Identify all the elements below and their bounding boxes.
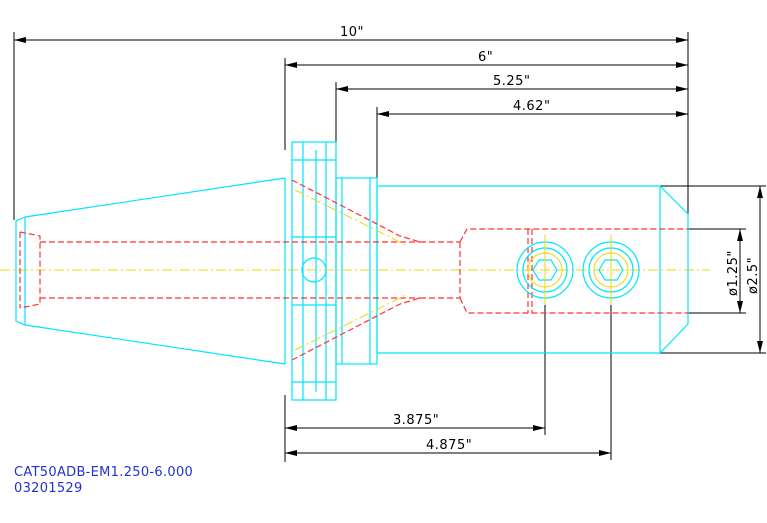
hidden-bores [19,179,688,361]
cone-guide-lines [294,189,409,351]
dim-bore-diameter: ø1.25" [726,250,741,296]
drive-key-hole-icon [301,257,327,283]
dim-body-diameter: ø2.5" [746,257,761,294]
set-screw-2 [582,235,640,305]
hex-socket-icon [598,259,624,281]
item-code: 03201529 [14,481,83,496]
set-screw-1 [516,235,574,305]
dim-4-62: 4.62" [513,99,550,114]
part-number: CAT50ADB-EM1.250-6.000 [14,465,194,480]
v-flange [291,141,337,401]
dimension-lines [13,32,766,462]
dim-5-25: 5.25" [493,74,530,89]
holder-body [376,185,689,354]
dim-6: 6" [478,50,493,65]
hex-socket-icon [532,259,558,281]
dim-3-875: 3.875" [393,413,439,428]
taper-shank [15,177,286,365]
dim-4-875: 4.875" [426,438,472,453]
dim-overall-length: 10" [340,25,364,40]
